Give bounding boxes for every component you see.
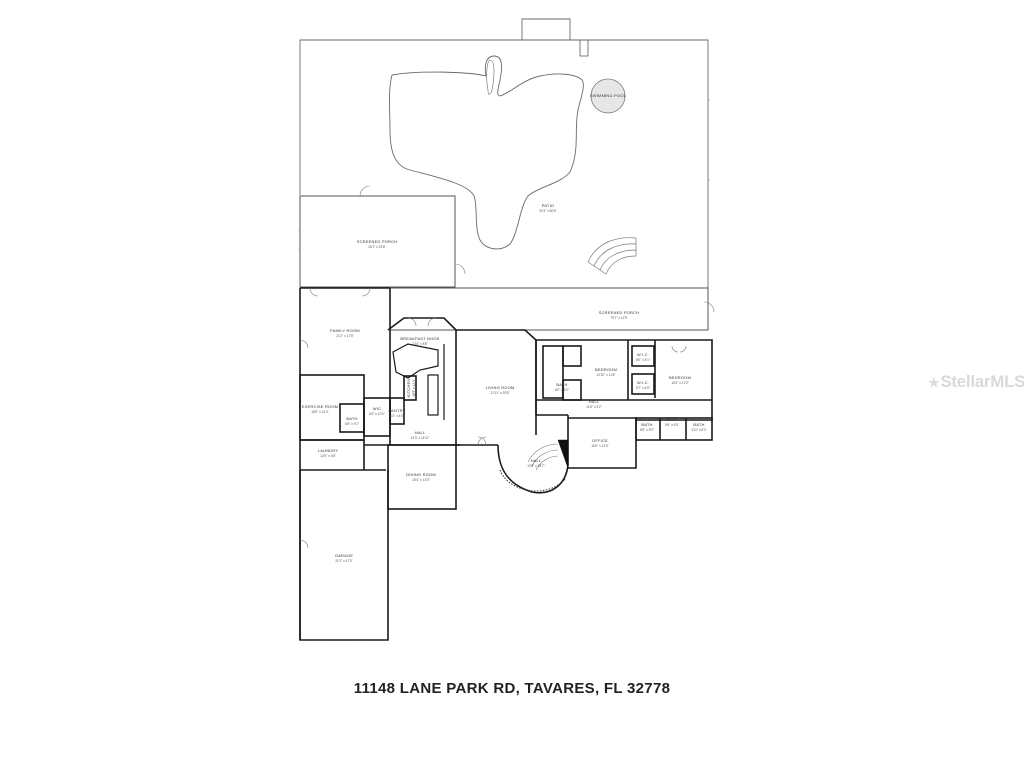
foyer-arc <box>499 469 567 492</box>
label-patio: PATIO <box>542 203 554 208</box>
house-walls <box>299 287 713 641</box>
label-wic-2: W.I.C. <box>637 380 649 385</box>
label-living-room: LIVING ROOM <box>486 385 515 390</box>
foyer-stair <box>557 439 569 469</box>
dim-garage: 21'2" x 47'3" <box>335 559 352 563</box>
dim-exercise-room: 15'0" x 10'4" <box>311 410 328 414</box>
foyer-stairs <box>527 443 559 471</box>
dim-breakfast-nook: 12'4" x 8'8" <box>412 342 428 346</box>
screened-porch-left <box>299 195 456 288</box>
dim-bath-5: 4'11" x 8'2" <box>691 428 706 432</box>
label-bedroom-2: BEDROOM <box>669 375 691 380</box>
label-kitchen: KITCHEN <box>406 379 411 398</box>
dim-hall-2: 11'8" x 3'2" <box>586 405 601 409</box>
dim-bath-4: 9'6" x 6'5" <box>665 423 679 427</box>
dim-kitchen: 18'3" x 12'4" <box>412 379 416 396</box>
dim-bedroom-1: 12'10" x 11'8" <box>596 373 615 377</box>
label-office: OFFICE <box>592 438 608 443</box>
stellar-mls-watermark: ★StellarMLS <box>928 372 1024 396</box>
watermark-suffix: MLS <box>990 372 1024 391</box>
dim-office: 16'0" x 13'3" <box>591 444 608 448</box>
label-bath-4: BATH <box>666 417 677 422</box>
dim-living-room: 21'11" x 20'8" <box>490 391 509 395</box>
label-breakfast-nook: BREAKFAST NOOK <box>400 336 439 341</box>
dim-screened-porch-right: 79'7" x 11'9" <box>610 316 627 320</box>
label-bath-5: BATH <box>693 422 704 427</box>
label-bedroom-1: BEDROOM <box>595 367 617 372</box>
dim-dining-room: 15'4" x 13'0" <box>412 478 429 482</box>
label-screened-porch-left: SCREENED PORCH <box>357 239 398 244</box>
property-address: 11148 LANE PARK RD, TAVARES, FL 32778 <box>353 680 671 697</box>
label-swimming-pool: SWIMMING POOL <box>590 93 627 98</box>
dim-hall-1: 13'3" x 11'11" <box>411 436 430 440</box>
label-laundry: LAUNDRY <box>318 448 339 453</box>
dim-wic-1: 8'0" x 5'1" <box>636 358 650 362</box>
pool-inner <box>486 59 495 95</box>
spa-outline <box>590 78 626 114</box>
label-bath-3: BATH <box>641 422 652 427</box>
dim-bedroom-2: 16'4" x 17'2" <box>671 381 688 385</box>
dim-wic-3: 6'0" x 10'0" <box>369 412 385 416</box>
label-hall-3: HALL <box>531 458 542 463</box>
patio-steps <box>587 237 637 275</box>
label-bath-1: BATH <box>346 416 357 421</box>
screened-porch-right <box>389 287 709 331</box>
dim-bath-2: 8'0" x 6'2" <box>555 388 569 392</box>
dim-screened-porch-left: 26'1" x 23'8" <box>368 245 385 249</box>
label-garage: GARAGE <box>335 553 353 558</box>
label-family-room: FAMILY ROOM <box>330 328 360 333</box>
label-hall-1: HALL <box>415 430 426 435</box>
star-icon: ★ <box>928 375 940 390</box>
windows <box>298 99 710 642</box>
room-labels: SWIMMING POOL PATIO 92'3" x 80'6" SCREEN… <box>302 93 707 563</box>
watermark-brand: Stellar <box>940 372 991 391</box>
label-bath-2: BATH <box>556 382 567 387</box>
label-dining-room: DINING ROOM <box>406 472 436 477</box>
dim-hall-3: 13'8" x 16'7" <box>527 464 544 468</box>
patio-outline <box>299 18 709 290</box>
label-wic-1: W.I.C. <box>637 352 649 357</box>
label-screened-porch-right: SCREENED PORCH <box>599 310 640 315</box>
dim-bath-3: 8'5" x 9'2" <box>640 428 654 432</box>
dim-bath-1: 6'8" x 9'1" <box>345 422 359 426</box>
dim-laundry: 12'6" x 6'8" <box>320 454 336 458</box>
label-exercise-room: EXERCISE ROOM <box>302 404 338 409</box>
label-pantry: PANTRY <box>388 408 405 413</box>
doors <box>299 185 715 549</box>
pool-outline <box>389 55 584 250</box>
dim-patio: 92'3" x 80'6" <box>539 209 556 213</box>
dim-family-room: 21'2" x 17'8" <box>336 334 353 338</box>
dim-pantry: 6'2" x 4'0" <box>390 414 404 418</box>
dim-wic-2: 5'7" x 6'5" <box>636 386 650 390</box>
label-wic-3: WIC <box>373 406 381 411</box>
label-hall-2: HALL <box>589 399 600 404</box>
